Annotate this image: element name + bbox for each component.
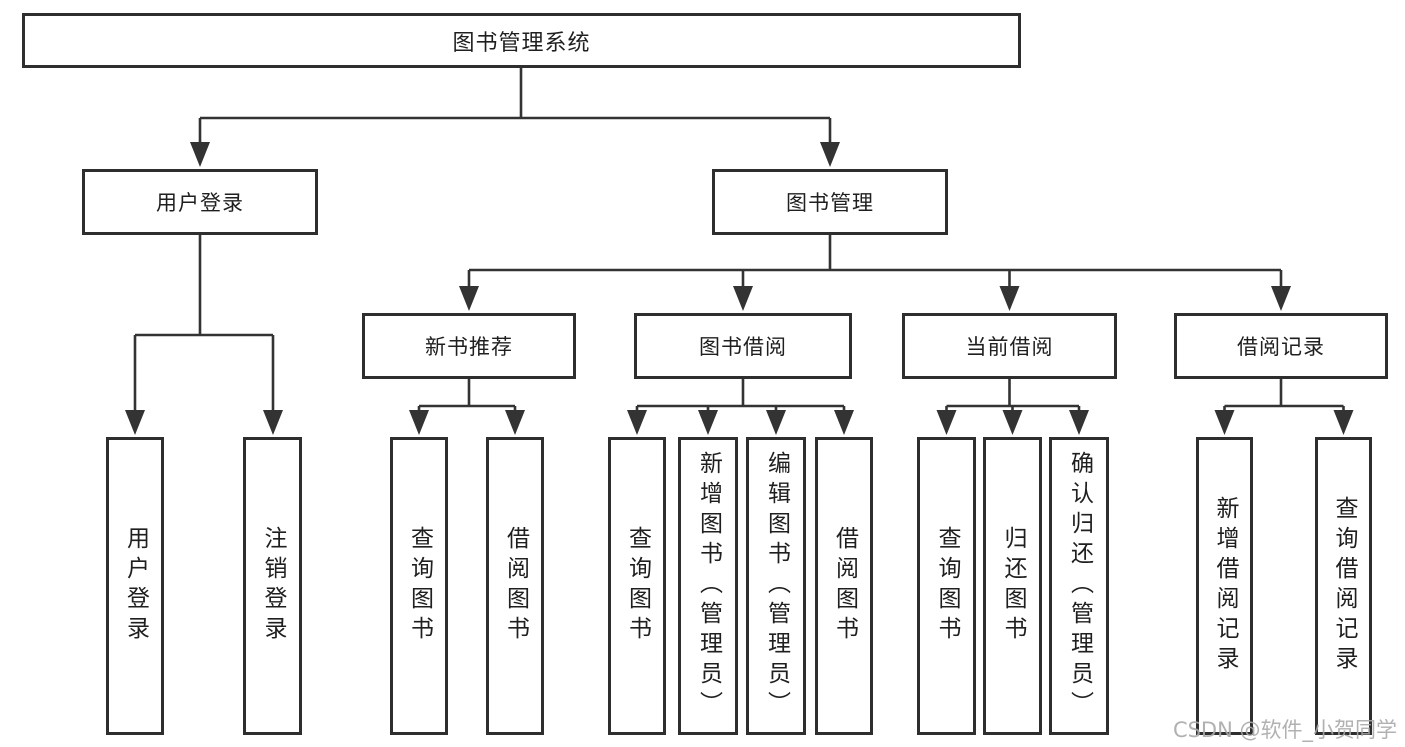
- node-leaf-add-borrow-record: 新增借阅记录: [1196, 437, 1253, 735]
- node-root: 图书管理系统: [22, 13, 1021, 68]
- node-new-book-rec: 新书推荐: [362, 313, 576, 379]
- node-leaf-add-books-label: 新增图书（管理员）: [695, 451, 722, 721]
- node-leaf-add-borrow-record-label: 新增借阅记录: [1212, 496, 1238, 676]
- node-leaf-edit-books-label: 编辑图书（管理员）: [763, 451, 790, 721]
- node-leaf-logout-label: 注销登录: [260, 526, 286, 646]
- node-leaf-query-books-2: 查询图书: [608, 437, 666, 735]
- node-current-borrow-label: 当前借阅: [965, 335, 1054, 359]
- node-leaf-edit-books: 编辑图书（管理员）: [746, 437, 806, 735]
- node-book-borrow: 图书借阅: [634, 313, 852, 379]
- node-user-login: 用户登录: [82, 169, 318, 235]
- node-borrow-records-label: 借阅记录: [1237, 335, 1325, 359]
- node-leaf-borrow-books-2-label: 借阅图书: [831, 526, 858, 646]
- node-leaf-return-books-label: 归还图书: [1000, 526, 1026, 646]
- node-leaf-logout: 注销登录: [243, 437, 302, 735]
- node-current-borrow: 当前借阅: [902, 313, 1117, 379]
- node-leaf-confirm-return: 确认归还（管理员）: [1049, 437, 1109, 735]
- node-borrow-records: 借阅记录: [1174, 313, 1388, 379]
- node-leaf-borrow-books-1-label: 借阅图书: [502, 526, 529, 646]
- node-root-label: 图书管理系统: [452, 30, 591, 56]
- node-leaf-borrow-books-2: 借阅图书: [815, 437, 873, 735]
- node-book-mgmt-label: 图书管理: [786, 191, 874, 215]
- node-leaf-user-login: 用户登录: [106, 437, 164, 735]
- node-user-login-label: 用户登录: [156, 191, 244, 215]
- node-leaf-user-login-label: 用户登录: [122, 526, 149, 646]
- node-leaf-borrow-books-1: 借阅图书: [486, 437, 544, 735]
- node-new-book-rec-label: 新书推荐: [425, 335, 513, 359]
- node-leaf-add-books: 新增图书（管理员）: [678, 437, 738, 735]
- node-book-mgmt: 图书管理: [712, 169, 948, 235]
- node-book-borrow-label: 图书借阅: [699, 335, 787, 359]
- node-leaf-query-books-3: 查询图书: [917, 437, 976, 735]
- node-leaf-query-books-2-label: 查询图书: [624, 526, 651, 646]
- watermark-text: CSDN @软件_小贺同学: [1172, 718, 1397, 742]
- node-leaf-query-books-3-label: 查询图书: [934, 526, 960, 646]
- node-leaf-confirm-return-label: 确认归还（管理员）: [1066, 451, 1093, 721]
- node-leaf-query-borrow-record-label: 查询借阅记录: [1331, 496, 1357, 676]
- node-leaf-return-books: 归还图书: [983, 437, 1042, 735]
- node-leaf-query-borrow-record: 查询借阅记录: [1315, 437, 1372, 735]
- node-leaf-query-books-1: 查询图书: [390, 437, 448, 735]
- node-leaf-query-books-1-label: 查询图书: [406, 526, 433, 646]
